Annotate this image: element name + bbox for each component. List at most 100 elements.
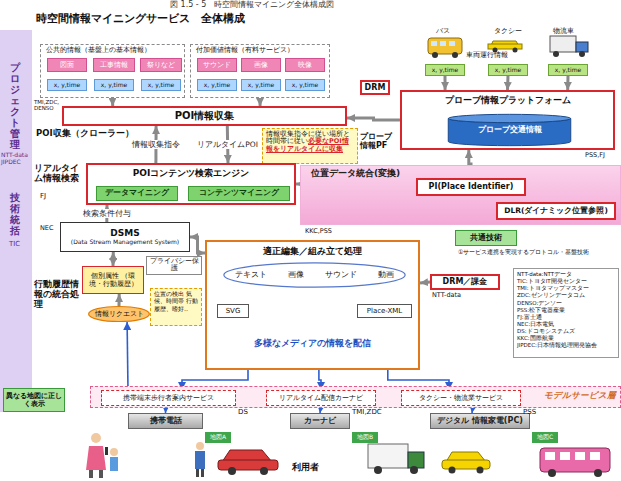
node-text: 位置の検出 気候、時間帯 行動履歴、嗜好‥ xyxy=(154,290,198,312)
bus-icon xyxy=(431,41,437,46)
node-text: 公共的情報（基盤上の基本情報） xyxy=(46,47,182,54)
bus-figure xyxy=(540,448,610,477)
truck-figure xyxy=(368,444,408,468)
engine-box: POIコンテンツ検索エンジンデータマイニングコンテンツマイニング xyxy=(86,163,296,205)
truck-figure xyxy=(368,444,424,474)
node-text: SVG xyxy=(226,307,241,315)
node-text: カーナビ xyxy=(304,416,336,425)
person-figure xyxy=(195,451,205,469)
label-text: タクシー xyxy=(494,27,524,35)
service-box: タクシー・物流業サービス xyxy=(401,390,521,406)
pedestrian-figure xyxy=(86,433,118,478)
node-text: x, y,time xyxy=(555,67,581,74)
car-figure xyxy=(228,467,236,475)
connector xyxy=(112,252,115,266)
node-text: x, y,time xyxy=(248,82,274,89)
tech-box: 共通技術 xyxy=(455,230,517,246)
node-text: 工事情報 xyxy=(100,61,128,69)
label-text: KKC,PSS xyxy=(305,228,355,235)
billing-box: DRM／課金 xyxy=(430,274,500,290)
label-text: PSS,FJ xyxy=(585,152,619,159)
label-text: 行動履歴情報の統合処理 xyxy=(34,280,80,309)
node-text: プローブ交通情報 xyxy=(478,125,542,134)
node-text: DSMS xyxy=(110,228,139,238)
node-text: Place-XML xyxy=(367,307,403,315)
request-ellipse: 情報リクエスト xyxy=(88,306,150,322)
xyt-box: x, y,time xyxy=(425,64,465,76)
service-band: モデルサービス層携帯端末歩行者案内サービスリアルタイム配信カーナビタクシー・物流… xyxy=(90,386,621,408)
service-box: リアルタイム配信カーナビ xyxy=(266,390,376,406)
bus-figure xyxy=(540,448,610,472)
person-figure xyxy=(196,442,204,450)
node-text: リアルタイム配信カーナビ xyxy=(279,394,363,402)
process-box: PI(Place Identifier) xyxy=(416,178,526,196)
node-text: データマイニング xyxy=(105,189,169,198)
taxi-figure xyxy=(477,467,484,474)
device-box: デジタル 情報家電(PC) xyxy=(430,413,530,429)
bus-figure xyxy=(545,452,555,460)
label-text: NEC xyxy=(40,225,60,232)
node-text: TMI:トヨタマップマスター xyxy=(517,285,589,292)
node-text: 位置データ統合(変換) xyxy=(311,168,610,178)
node-text: DRM xyxy=(365,83,386,92)
caption: 図 1.5 - 5 時空間情報マイニング全体構成図 xyxy=(170,0,334,9)
xyt-box: x, y,time xyxy=(488,64,528,76)
node-text: 携帯電話 xyxy=(150,416,182,425)
bus-icon xyxy=(428,38,462,54)
device-box: カーナビ xyxy=(290,413,350,429)
xyt-box: x, y,time xyxy=(548,64,588,76)
node-text: DS:ドコモシステムズ xyxy=(517,328,575,335)
node-text: タクシー・物流業サービス xyxy=(419,394,503,402)
node-text: PI(Place Identifier) xyxy=(429,182,514,191)
connector xyxy=(259,98,262,106)
node-text: TIC:トヨタIT開発センター xyxy=(517,278,587,285)
xyt-box: x, y,time xyxy=(94,79,134,91)
note-box: 異なる地図に正しく表示 xyxy=(3,388,65,412)
node-text: x, y,time xyxy=(432,67,458,74)
connector xyxy=(420,281,430,285)
info-box: 工事情報 xyxy=(93,58,135,72)
group-box: 公共的情報（基盤上の基本情報） 図面 工事情報 祭りなど x, y,time x, y,t… xyxy=(40,44,185,98)
taxi-icon xyxy=(513,48,518,53)
taxi-icon xyxy=(488,41,522,53)
node-text: x, y,time xyxy=(54,82,80,89)
shape-outline xyxy=(448,114,571,122)
node-text: NEC:日本電気 xyxy=(517,321,554,328)
attribute-box: 個別属性 （環境・行動履歴） xyxy=(82,266,144,294)
node-text: 地図A xyxy=(210,434,226,441)
node-text: 異なる地図に正しく表示 xyxy=(6,392,62,408)
pedestrian-figure xyxy=(89,470,93,478)
truck-icon xyxy=(579,51,585,57)
bus-icon xyxy=(452,52,458,58)
node-text: プローブ情報プラットフォーム xyxy=(404,95,611,105)
node-text: 映像 xyxy=(298,61,312,69)
info-box: 祭りなど xyxy=(140,58,182,72)
node-text: 共通技術 xyxy=(470,233,502,242)
node-text: x, y,time xyxy=(101,82,127,89)
xyt-box: x, y,time xyxy=(285,79,325,91)
edge-label: 検索条件付与 xyxy=(82,209,132,218)
title: 時空間情報マイニングサービス 全体構成 xyxy=(36,13,245,26)
node-text: 画像 xyxy=(288,270,304,279)
node-text: サウンド xyxy=(325,270,357,279)
shape-outline xyxy=(89,306,150,321)
bus-icon xyxy=(428,38,462,58)
connector xyxy=(118,294,121,306)
connector xyxy=(347,118,400,120)
label-text: ①サービス連携を実現するプロトコル・基盤技術 xyxy=(458,249,618,256)
abbreviation-box: NTT-data:NTTデータTIC:トヨタIT開発センターTMI:トヨタマップ… xyxy=(513,268,619,358)
mining-box: データマイニング xyxy=(96,186,178,201)
label-text: NTT-data xyxy=(432,292,482,299)
shape-outline xyxy=(224,263,405,287)
node-text: デジタル 情報家電(PC) xyxy=(437,416,523,425)
process-box: DLR(ダイナミック位置参照) xyxy=(496,202,616,220)
truck-figure xyxy=(408,452,424,468)
pedestrian-figure xyxy=(110,457,118,471)
xyt-box: x, y,time xyxy=(241,79,281,91)
label-text: TMI,ZDC, DENSO xyxy=(34,99,62,112)
node-text: (Data Stream Management System) xyxy=(71,239,179,246)
label-text: TIC xyxy=(9,240,31,248)
label-text: バス xyxy=(436,27,466,35)
node-text: KKC:国際航業 xyxy=(517,335,554,342)
info-box: 図面 xyxy=(47,58,87,72)
